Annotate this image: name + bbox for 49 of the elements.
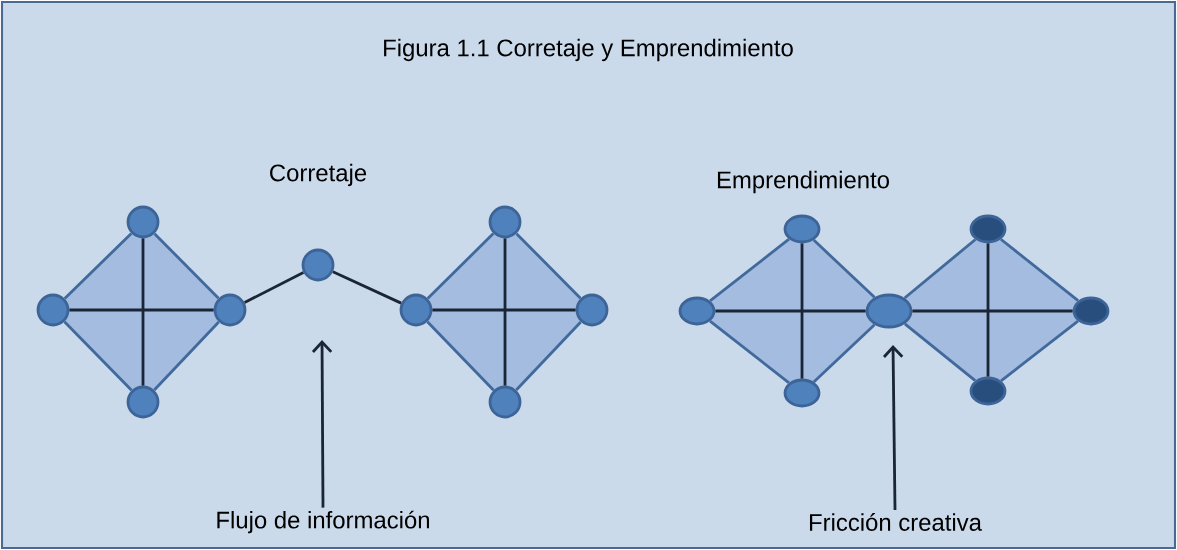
- connector-line: [332, 270, 402, 305]
- connector-line: [63, 232, 133, 300]
- annotation-text: Fricción creativa: [810, 513, 982, 531]
- arrow: [882, 345, 904, 510]
- connector-line: [515, 320, 582, 392]
- connector-line: [912, 309, 1073, 313]
- network-node: [783, 378, 821, 408]
- connector-line: [1000, 238, 1079, 302]
- connector-line: [812, 239, 876, 299]
- network-node: [488, 205, 522, 239]
- connector-line: [153, 320, 220, 392]
- network-node: [1072, 296, 1110, 326]
- connector-line: [709, 238, 790, 302]
- connector-line: [426, 232, 495, 300]
- title: Figura 1.1 Corretaje y Emprendimiento: [384, 38, 793, 62]
- connector-line: [903, 238, 977, 300]
- connector-line: [153, 232, 220, 300]
- network-node: [678, 296, 716, 326]
- connector-line: [426, 320, 495, 392]
- connector-line: [800, 243, 804, 379]
- network-node: [488, 385, 522, 419]
- connector-line: [986, 243, 990, 377]
- network-node: [969, 214, 1007, 244]
- network-node: [865, 293, 913, 329]
- connector-line: [141, 238, 145, 386]
- network-node: [301, 248, 335, 282]
- connector-line: [812, 323, 876, 383]
- connector-line: [503, 238, 507, 386]
- annotation-text: Flujo de información: [217, 510, 429, 534]
- connector-line: [515, 232, 582, 300]
- connector-line: [715, 309, 866, 313]
- connector-line: [1000, 320, 1079, 382]
- connector-line: [903, 322, 977, 382]
- connector-line: [709, 320, 790, 384]
- arrow: [311, 340, 333, 508]
- network-node: [969, 376, 1007, 406]
- connector-line: [63, 320, 133, 392]
- network-node: [213, 293, 247, 327]
- group-label: Corretaje: [270, 163, 367, 187]
- connector-line: [69, 308, 214, 312]
- network-node: [126, 205, 160, 239]
- network-node: [36, 293, 70, 327]
- network-node: [575, 293, 609, 327]
- group-label: Emprendimiento: [717, 170, 889, 194]
- connector-line: [432, 308, 576, 312]
- network-node: [399, 293, 433, 327]
- connector-line: [244, 271, 305, 304]
- network-node: [126, 385, 160, 419]
- network-node: [783, 214, 821, 244]
